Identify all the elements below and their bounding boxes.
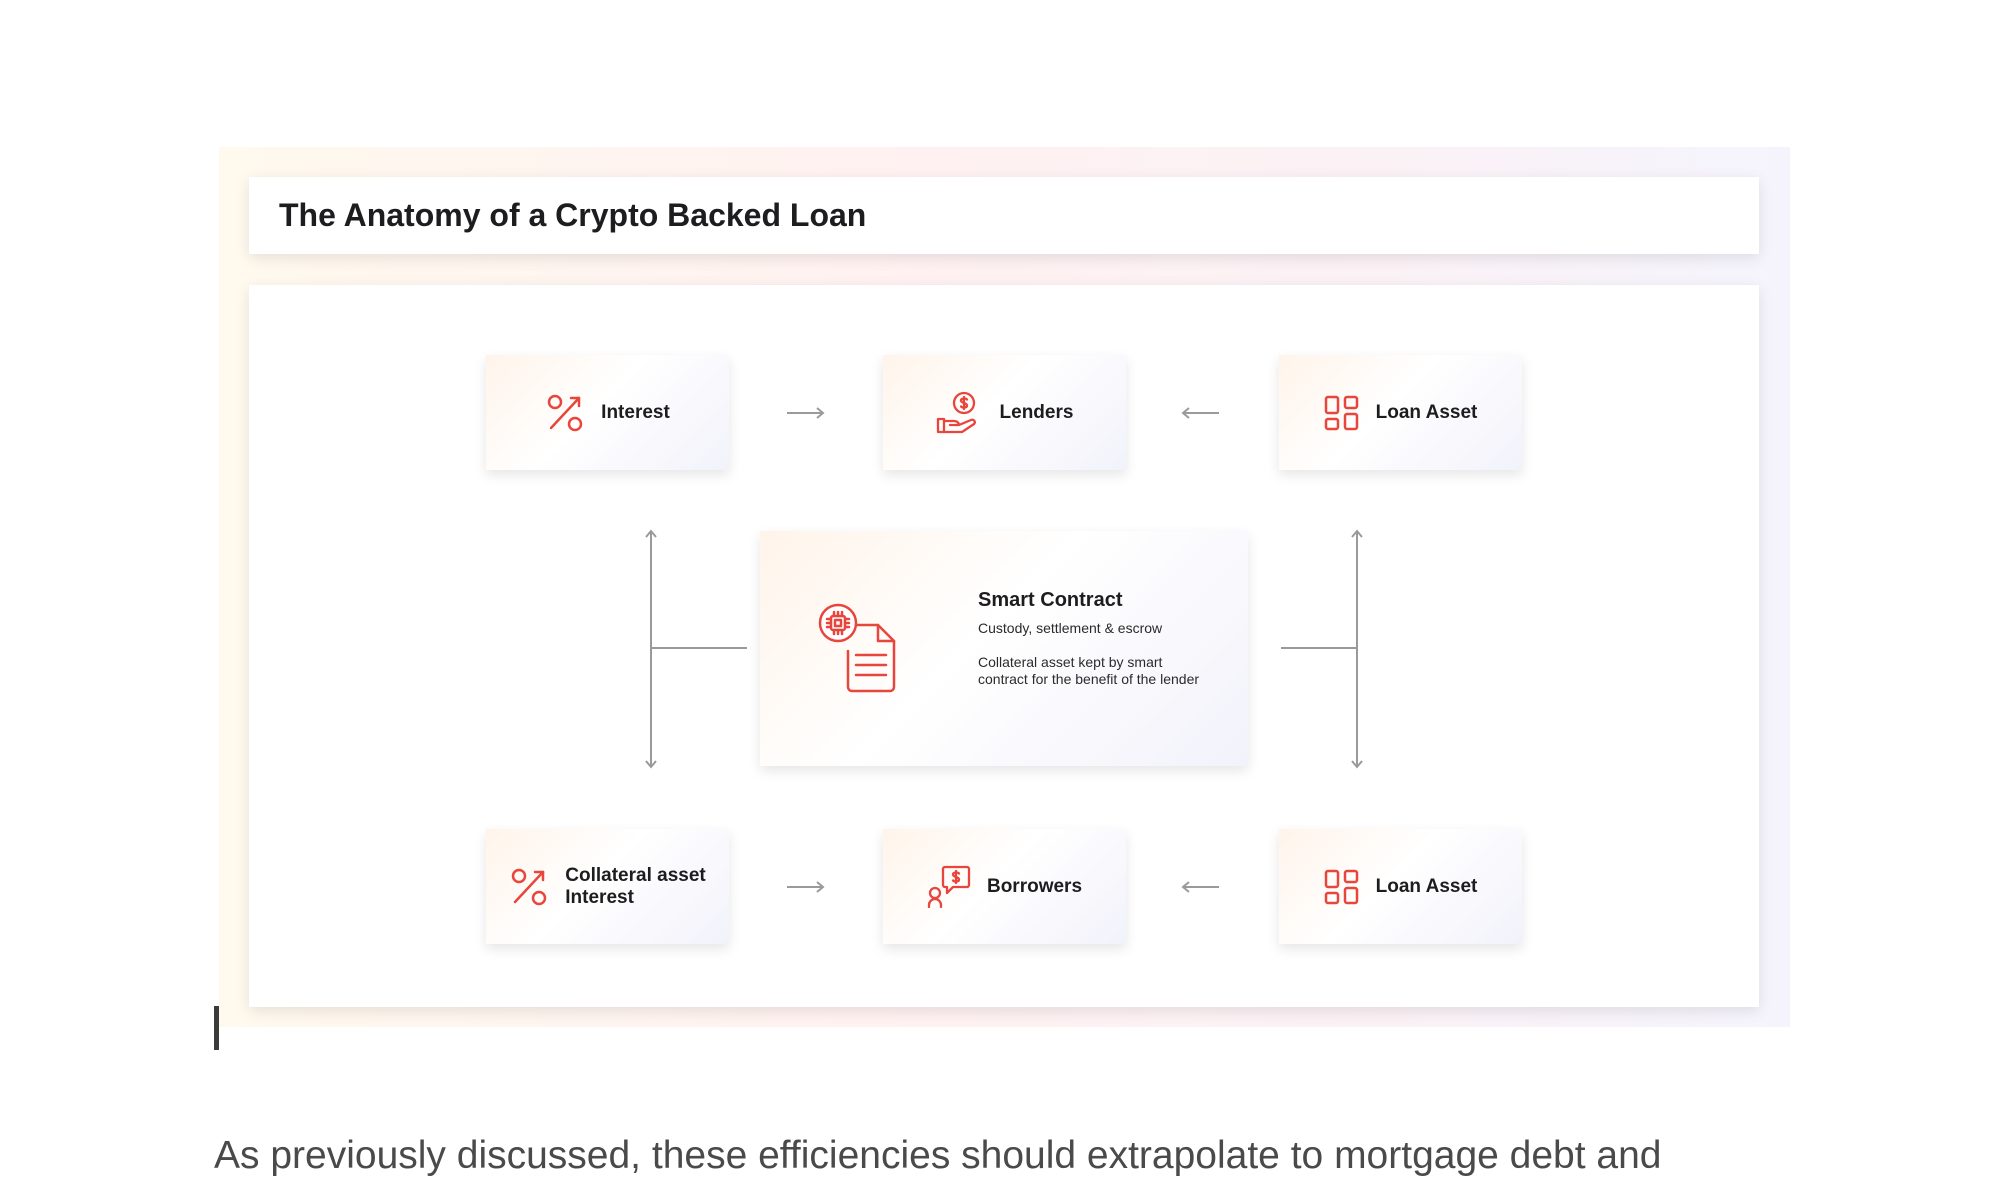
- diagram-figure: The Anatomy of a Crypto Backed Loan Inte…: [219, 147, 1790, 1027]
- node-label: Collateral asset Interest: [565, 864, 706, 908]
- smart-contract-card: Smart Contract Custody, settlement & esc…: [760, 531, 1248, 766]
- article-paragraph: As previously discussed, these efficienc…: [214, 1134, 1662, 1177]
- node-label: Borrowers: [986, 875, 1083, 897]
- percent-icon: [545, 393, 585, 433]
- grid-blocks-icon: [1324, 395, 1360, 431]
- smart-contract-title: Smart Contract: [978, 589, 1123, 611]
- title-bar: The Anatomy of a Crypto Backed Loan: [249, 177, 1759, 254]
- node-label: Lenders: [999, 401, 1074, 423]
- node-label: Loan Asset: [1375, 401, 1478, 423]
- grid-blocks-icon: [1324, 869, 1360, 905]
- node-borrowers: Borrowers: [883, 829, 1126, 944]
- chip-document-icon: [818, 603, 898, 693]
- arrow-left-icon: [1181, 881, 1219, 893]
- connector-left: [645, 529, 747, 769]
- node-loan-asset-bottom: Loan Asset: [1279, 829, 1522, 944]
- connector-right: [1281, 529, 1363, 769]
- diagram-title: The Anatomy of a Crypto Backed Loan: [279, 197, 867, 233]
- node-label: Loan Asset: [1375, 875, 1478, 897]
- borrower-chat-icon: [927, 865, 971, 909]
- arrow-left-icon: [1181, 407, 1219, 419]
- arrow-right-icon: [787, 407, 825, 419]
- node-lenders: Lenders: [883, 355, 1126, 470]
- diagram-panel: Interest Lenders: [249, 285, 1759, 1007]
- percent-icon: [509, 867, 549, 907]
- node-collateral: Collateral asset Interest: [486, 829, 729, 944]
- hand-coin-icon: [936, 391, 984, 435]
- node-label: Interest: [601, 401, 670, 423]
- smart-contract-subtitle: Custody, settlement & escrow: [978, 620, 1163, 636]
- node-interest: Interest: [486, 355, 729, 470]
- arrow-right-icon: [787, 881, 825, 893]
- text-cursor[interactable]: [214, 1006, 219, 1050]
- node-loan-asset-top: Loan Asset: [1279, 355, 1522, 470]
- smart-contract-description: Collateral asset kept by smart contract …: [978, 654, 1200, 687]
